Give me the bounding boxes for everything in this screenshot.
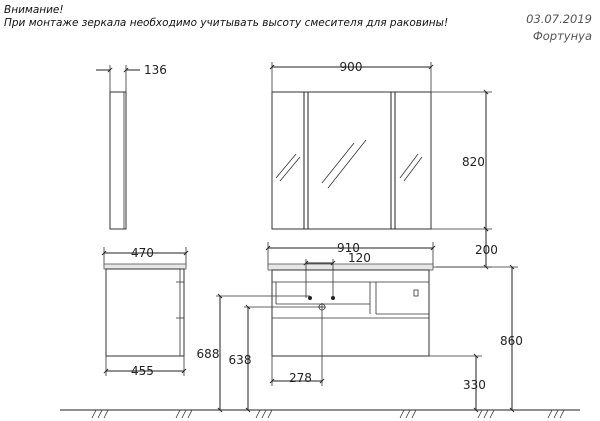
date-label: 03.07.2019 bbox=[526, 12, 592, 26]
dim-floor-clearance: 330 bbox=[463, 378, 486, 392]
floor-line bbox=[60, 409, 580, 419]
mirror-front-body bbox=[271, 91, 432, 230]
warning-text: При монтаже зеркала необходимо учитывать… bbox=[4, 17, 449, 29]
dim-total-height: 860 bbox=[500, 334, 523, 348]
dim-gap-mirror-top: 200 bbox=[475, 243, 498, 257]
dim-vanity-depth-top: 470 bbox=[131, 246, 154, 260]
dim-mirror-width: 900 bbox=[340, 60, 363, 74]
dim-mirror-depth: 136 bbox=[144, 63, 167, 77]
dim-pipe-spacing: 278 bbox=[289, 371, 312, 385]
dim-water-height: 638 bbox=[229, 353, 252, 367]
vanity-side-view: 470 455 bbox=[101, 246, 189, 378]
warning-title: Внимание! bbox=[4, 4, 64, 16]
dim-drain-height: 688 bbox=[197, 347, 220, 361]
mirror-side-view: 136 bbox=[96, 63, 167, 230]
mirror-front-view: 900 820 bbox=[269, 60, 492, 232]
product-name: Фортунуа bbox=[532, 29, 592, 43]
vanity-side-top bbox=[103, 263, 187, 270]
dim-drain-offset: 120 bbox=[348, 251, 371, 265]
dim-vanity-width: 910 bbox=[337, 241, 360, 255]
vanity-front-view: 910 120 bbox=[265, 241, 436, 357]
vanity-body bbox=[271, 269, 430, 357]
dim-vanity-depth-bottom: 455 bbox=[131, 364, 154, 378]
vanity-side-body bbox=[105, 268, 185, 357]
dim-mirror-height: 820 bbox=[462, 155, 485, 169]
mirror-side-body bbox=[109, 91, 127, 230]
